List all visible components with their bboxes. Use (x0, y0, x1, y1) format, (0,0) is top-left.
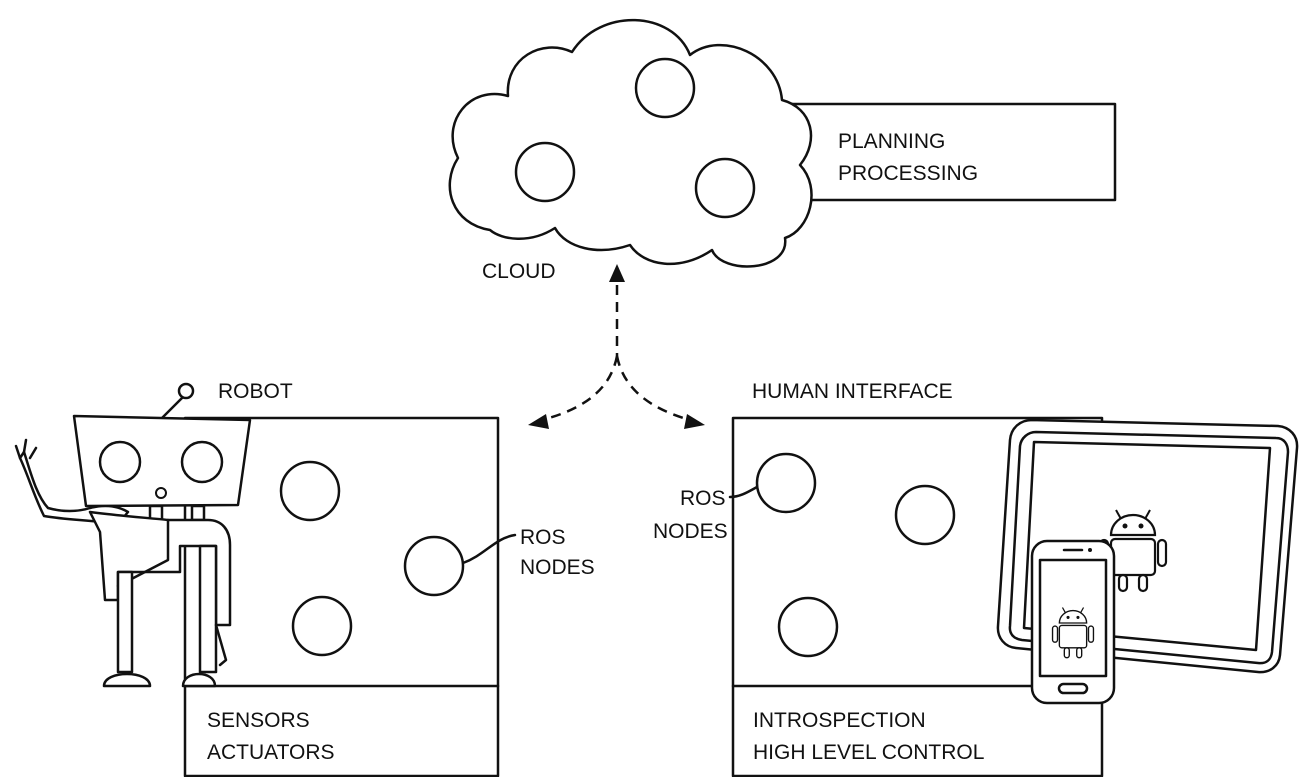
arrow-head-up (609, 264, 625, 282)
introspection-label: INTROSPECTION (753, 709, 926, 732)
interface-nodes-label: NODES (653, 520, 728, 543)
phone-icon (1032, 541, 1114, 703)
robot-nodes-label: NODES (520, 556, 595, 579)
arrow-head-left (528, 414, 549, 429)
interface-arrow-line (617, 356, 690, 420)
robot-ros-node (405, 537, 463, 595)
interface-ros-node (757, 454, 815, 512)
interface-ros-node (896, 486, 954, 544)
processing-label: PROCESSING (838, 162, 978, 185)
robot-label: ROBOT (218, 380, 293, 403)
robot-ros-node (281, 462, 339, 520)
interface-ros-label: ROS (680, 487, 726, 510)
cloud-group: PLANNING PROCESSING CLOUD (450, 20, 1115, 283)
robot-panel: ROS NODES SENSORS ACTUATORS ROBOT (16, 380, 595, 776)
planning-label: PLANNING (838, 130, 945, 153)
robot-arrow-line (542, 356, 617, 420)
robot-ros-leader (463, 535, 515, 563)
robot-ros-node (293, 597, 351, 655)
cloud-label: CLOUD (482, 260, 556, 283)
human-interface-label: HUMAN INTERFACE (752, 380, 953, 403)
actuators-label: ACTUATORS (207, 741, 335, 764)
interface-ros-node (779, 598, 837, 656)
robot-icon (16, 384, 250, 686)
communication-arrows (528, 264, 705, 429)
sensors-label: SENSORS (207, 709, 310, 732)
robot-ros-label: ROS (520, 526, 566, 549)
cloud-icon (450, 20, 812, 266)
high-level-control-label: HIGH LEVEL CONTROL (753, 741, 984, 764)
human-interface-panel: ROS NODES INTROSPECTION HIGH LEVEL CONTR… (653, 380, 1297, 776)
arrow-head-right (684, 414, 705, 429)
